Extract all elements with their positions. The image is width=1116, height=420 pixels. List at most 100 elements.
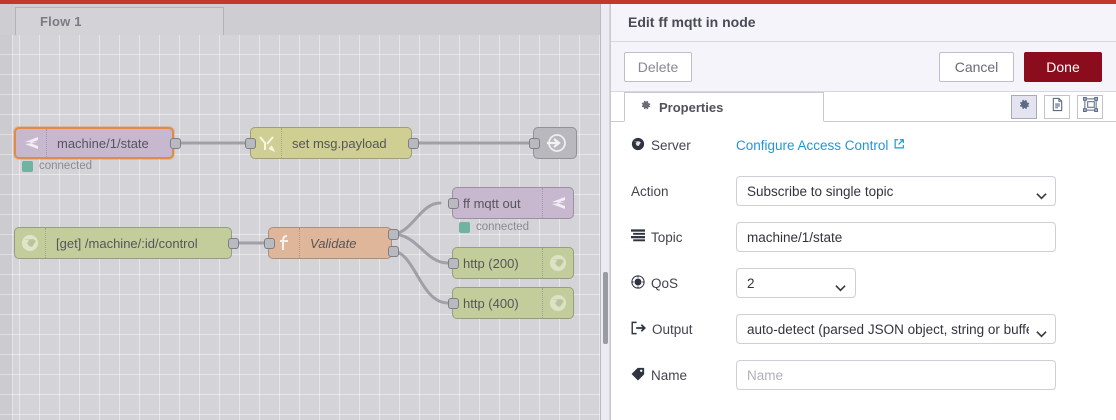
port-input-function[interactable] xyxy=(264,238,275,249)
port-input-http-400[interactable] xyxy=(448,298,459,309)
configure-access-control-label: Configure Access Control xyxy=(736,137,889,153)
mqtt-icon xyxy=(542,188,573,218)
flow-tab-bar: Flow 1 xyxy=(0,4,600,36)
label-qos: QoS xyxy=(631,274,736,292)
node-status-mqtt-out: connected xyxy=(459,221,529,233)
function-icon xyxy=(269,228,300,258)
appearance-icon-button[interactable] xyxy=(1077,95,1103,119)
label-qos-text: QoS xyxy=(651,275,679,291)
output-select[interactable]: auto-detect (parsed JSON object, string … xyxy=(736,314,1056,344)
globe-icon xyxy=(542,288,573,318)
qos-select[interactable]: 2 xyxy=(736,268,856,298)
appearance-icon xyxy=(1082,96,1098,117)
label-topic: Topic xyxy=(631,229,736,245)
node-status-mqtt-in: connected xyxy=(22,160,92,172)
gear-icon xyxy=(639,99,652,115)
node-status-label: connected xyxy=(476,221,530,233)
edit-node-panel: Edit ff mqtt in node Delete Cancel Done … xyxy=(610,4,1116,420)
edit-panel-title: Edit ff mqtt in node xyxy=(628,14,756,30)
status-dot-icon xyxy=(22,160,33,172)
tab-properties-label: Properties xyxy=(659,99,724,115)
flow-node-label: http (200) xyxy=(463,255,519,271)
flow-node-http-response-400[interactable]: http (400) xyxy=(452,287,574,319)
properties-icon-button[interactable] xyxy=(1011,95,1037,119)
port-output-change[interactable] xyxy=(408,138,419,149)
panel-divider[interactable] xyxy=(600,4,610,420)
flow-editor-area: Flow 1 mac xyxy=(0,4,600,420)
name-input[interactable] xyxy=(736,360,1056,390)
label-output: Output xyxy=(631,321,736,338)
action-select-wrapper: Subscribe to single topic xyxy=(736,176,1056,206)
document-icon xyxy=(1051,97,1064,117)
flow-node-http-response-200[interactable]: http (200) xyxy=(452,247,574,279)
tag-icon xyxy=(631,367,645,384)
field-row-topic: Topic xyxy=(631,222,1101,252)
label-action: Action xyxy=(631,184,736,199)
link-out-icon xyxy=(540,128,570,158)
port-output-mqtt-in[interactable] xyxy=(170,138,181,149)
done-button[interactable]: Done xyxy=(1024,52,1102,82)
port-output-http-in[interactable] xyxy=(228,238,239,249)
field-row-action: Action Subscribe to single topic xyxy=(631,176,1101,206)
flow-node-mqtt-in[interactable]: machine/1/state xyxy=(14,127,174,159)
field-row-server: Server Configure Access Control xyxy=(631,132,1101,158)
mqtt-icon xyxy=(16,129,47,157)
field-row-qos: QoS 2 xyxy=(631,268,1101,298)
flow-node-label: Validate xyxy=(310,235,357,251)
external-link-icon xyxy=(893,138,905,153)
port-output-function-2[interactable] xyxy=(388,246,399,257)
flow-node-label: machine/1/state xyxy=(57,135,149,151)
label-topic-text: Topic xyxy=(651,229,683,245)
label-server-text: Server xyxy=(651,137,691,153)
label-server: Server xyxy=(631,137,736,154)
gear-icon xyxy=(1017,98,1031,117)
port-output-function-1[interactable] xyxy=(388,229,399,240)
field-row-name: Name xyxy=(631,360,1101,390)
edit-panel-actions: Delete Cancel Done xyxy=(611,42,1116,92)
flow-node-mqtt-out[interactable]: ff mqtt out xyxy=(452,187,574,219)
edit-panel-tabs: Properties xyxy=(611,92,1116,122)
label-action-text: Action xyxy=(631,183,669,199)
flow-node-label: set msg.payload xyxy=(292,135,387,151)
flow-node-label: [get] /machine/:id/control xyxy=(56,235,198,251)
cancel-button[interactable]: Cancel xyxy=(939,52,1014,82)
flow-node-function[interactable]: Validate xyxy=(268,227,392,259)
flow-node-change[interactable]: set msg.payload xyxy=(250,127,412,159)
port-input-mqtt-out[interactable] xyxy=(448,198,459,209)
topic-input[interactable] xyxy=(736,222,1056,252)
port-input-link-out[interactable] xyxy=(529,138,540,149)
label-output-text: Output xyxy=(652,321,693,337)
globe-icon xyxy=(631,137,645,154)
globe-icon xyxy=(542,248,573,278)
status-dot-icon xyxy=(459,221,470,233)
sign-out-icon xyxy=(631,321,647,338)
edit-panel-header: Edit ff mqtt in node xyxy=(611,4,1116,42)
configure-access-control-link[interactable]: Configure Access Control xyxy=(736,138,905,153)
flow-node-label: ff mqtt out xyxy=(463,195,521,211)
qos-select-wrapper: 2 xyxy=(736,268,856,298)
flow-node-http-in[interactable]: [get] /machine/:id/control xyxy=(14,227,232,259)
panel-resize-handle[interactable] xyxy=(603,272,608,344)
port-input-change[interactable] xyxy=(245,138,256,149)
flow-node-label: http (400) xyxy=(463,295,519,311)
action-select[interactable]: Subscribe to single topic xyxy=(736,176,1056,206)
globe-icon xyxy=(15,228,46,258)
port-input-http-200[interactable] xyxy=(448,258,459,269)
label-name-text: Name xyxy=(651,367,688,383)
delete-button[interactable]: Delete xyxy=(624,52,692,82)
canvas-left-gutter xyxy=(0,35,13,420)
change-icon xyxy=(251,128,282,158)
window-accent-bar xyxy=(0,0,1116,4)
field-row-output: Output auto-detect (parsed JSON object, … xyxy=(631,314,1101,344)
description-icon-button[interactable] xyxy=(1044,95,1070,119)
bullseye-icon xyxy=(631,274,645,292)
flow-tab-flow-1[interactable]: Flow 1 xyxy=(15,7,224,36)
flow-tab-label: Flow 1 xyxy=(40,14,82,29)
flow-canvas[interactable]: machine/1/state connected set msg.payloa… xyxy=(0,35,600,420)
label-name: Name xyxy=(631,367,736,384)
tab-properties[interactable]: Properties xyxy=(624,92,824,122)
edit-node-form: Server Configure Access Control Action xyxy=(611,122,1116,420)
node-status-label: connected xyxy=(39,160,93,172)
tasks-icon xyxy=(631,229,645,245)
